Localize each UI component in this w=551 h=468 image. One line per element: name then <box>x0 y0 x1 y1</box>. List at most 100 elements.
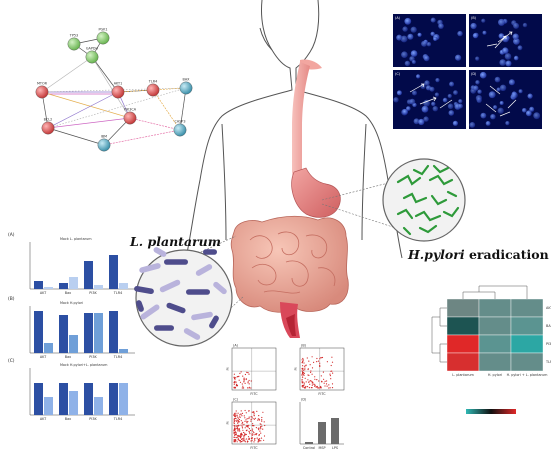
bar-mock <box>84 383 93 415</box>
flow-event <box>251 428 254 430</box>
flow-event <box>301 381 303 383</box>
flow-event <box>329 373 331 375</box>
flow-event <box>234 441 236 443</box>
flow-event <box>253 432 255 434</box>
flow-event <box>253 412 255 414</box>
bar-group-label: Bax <box>65 291 71 295</box>
flow-event <box>332 372 334 374</box>
flow-event <box>233 439 235 441</box>
nucleus <box>522 108 527 113</box>
flow-event <box>239 416 241 418</box>
flow-event <box>247 436 250 438</box>
flow-event <box>250 429 252 432</box>
flow-y-axis-label: PI <box>294 367 298 370</box>
heatmap-cell <box>510 316 544 336</box>
flow-event <box>234 382 236 384</box>
network-node-bcl2 <box>41 121 55 135</box>
flow-event <box>302 365 304 367</box>
flow-event <box>240 413 242 415</box>
flow-event <box>306 357 308 359</box>
flow-event <box>233 433 235 435</box>
l-plantarum-cell <box>154 325 174 331</box>
nucleus <box>499 84 507 92</box>
flow-event <box>237 425 239 427</box>
flow-event <box>303 382 305 384</box>
flow-event <box>253 441 255 443</box>
flow-event <box>241 438 243 440</box>
flow-event <box>248 430 250 432</box>
bar-chart-panel-label: (C) <box>8 358 15 364</box>
nucleus <box>511 91 518 99</box>
heatmap-cell <box>478 352 512 372</box>
flow-event <box>246 371 248 373</box>
flow-event <box>234 431 237 433</box>
flow-event <box>243 381 245 383</box>
flow-event <box>247 372 249 374</box>
nucleus <box>442 97 448 103</box>
flow-event <box>308 374 310 376</box>
flow-event <box>262 428 264 430</box>
l-plantarum-cell <box>164 259 188 265</box>
flow-event <box>239 435 241 437</box>
nucleus <box>499 59 507 66</box>
heatmap-row-label: AKT <box>546 306 551 310</box>
flow-event <box>237 376 239 378</box>
flow-event <box>308 381 310 383</box>
l-plantarum-cell <box>203 249 217 255</box>
flow-bar-category-label: Control <box>303 446 315 450</box>
nucleus <box>479 71 487 79</box>
label-h-pylori-eradication: H.pylori eradication <box>407 247 549 262</box>
flow-event <box>242 421 244 423</box>
flow-event <box>234 434 236 436</box>
nucleus <box>527 93 533 99</box>
flow-event <box>261 420 263 422</box>
nucleus <box>432 106 438 112</box>
network-label-casp3: CASP3 <box>174 120 185 124</box>
bar-group-label: AKT <box>40 417 47 421</box>
flow-event <box>258 434 260 436</box>
nucleus <box>402 26 408 32</box>
flow-event <box>241 387 243 389</box>
flow-event <box>247 420 249 423</box>
nucleus <box>409 98 416 105</box>
nucleus <box>493 105 498 110</box>
flow-event <box>234 415 236 417</box>
bar-mock <box>59 315 68 353</box>
flow-event <box>323 382 325 384</box>
flow-event <box>244 439 246 441</box>
flow-event <box>235 410 237 412</box>
nucleus <box>429 86 435 92</box>
flow-event <box>241 422 243 424</box>
flow-event <box>311 356 313 358</box>
heatmap-row-label: BAX <box>546 324 551 328</box>
flow-event <box>310 371 312 373</box>
flow-event <box>258 429 260 431</box>
flow-event <box>245 412 247 414</box>
flow-event <box>241 383 243 385</box>
h-pylori-bacterium <box>412 164 430 176</box>
nucleus <box>423 99 430 107</box>
h-pylori-bacterium <box>402 226 412 236</box>
flow-event <box>260 440 262 442</box>
nucleus <box>438 23 444 29</box>
flow-event <box>307 379 309 381</box>
bar-chart-legend: Mock H.pylori <box>60 301 83 305</box>
flow-event <box>238 436 240 438</box>
nucleus <box>529 106 535 112</box>
nucleus <box>505 121 510 126</box>
flow-event <box>235 432 237 434</box>
flow-event <box>234 426 236 428</box>
nucleus <box>522 22 528 28</box>
flow-event <box>322 371 324 373</box>
flow-event <box>252 431 254 433</box>
flow-event <box>235 425 237 427</box>
flow-event <box>251 430 253 432</box>
nucleus <box>433 36 438 42</box>
flow-event <box>235 412 237 414</box>
flow-panel-label: (A) <box>233 344 239 348</box>
flow-x-axis-label: FITC <box>318 392 326 396</box>
flow-event <box>320 357 322 359</box>
flow-event <box>234 412 236 414</box>
bar-group-label: AKT <box>40 291 47 295</box>
